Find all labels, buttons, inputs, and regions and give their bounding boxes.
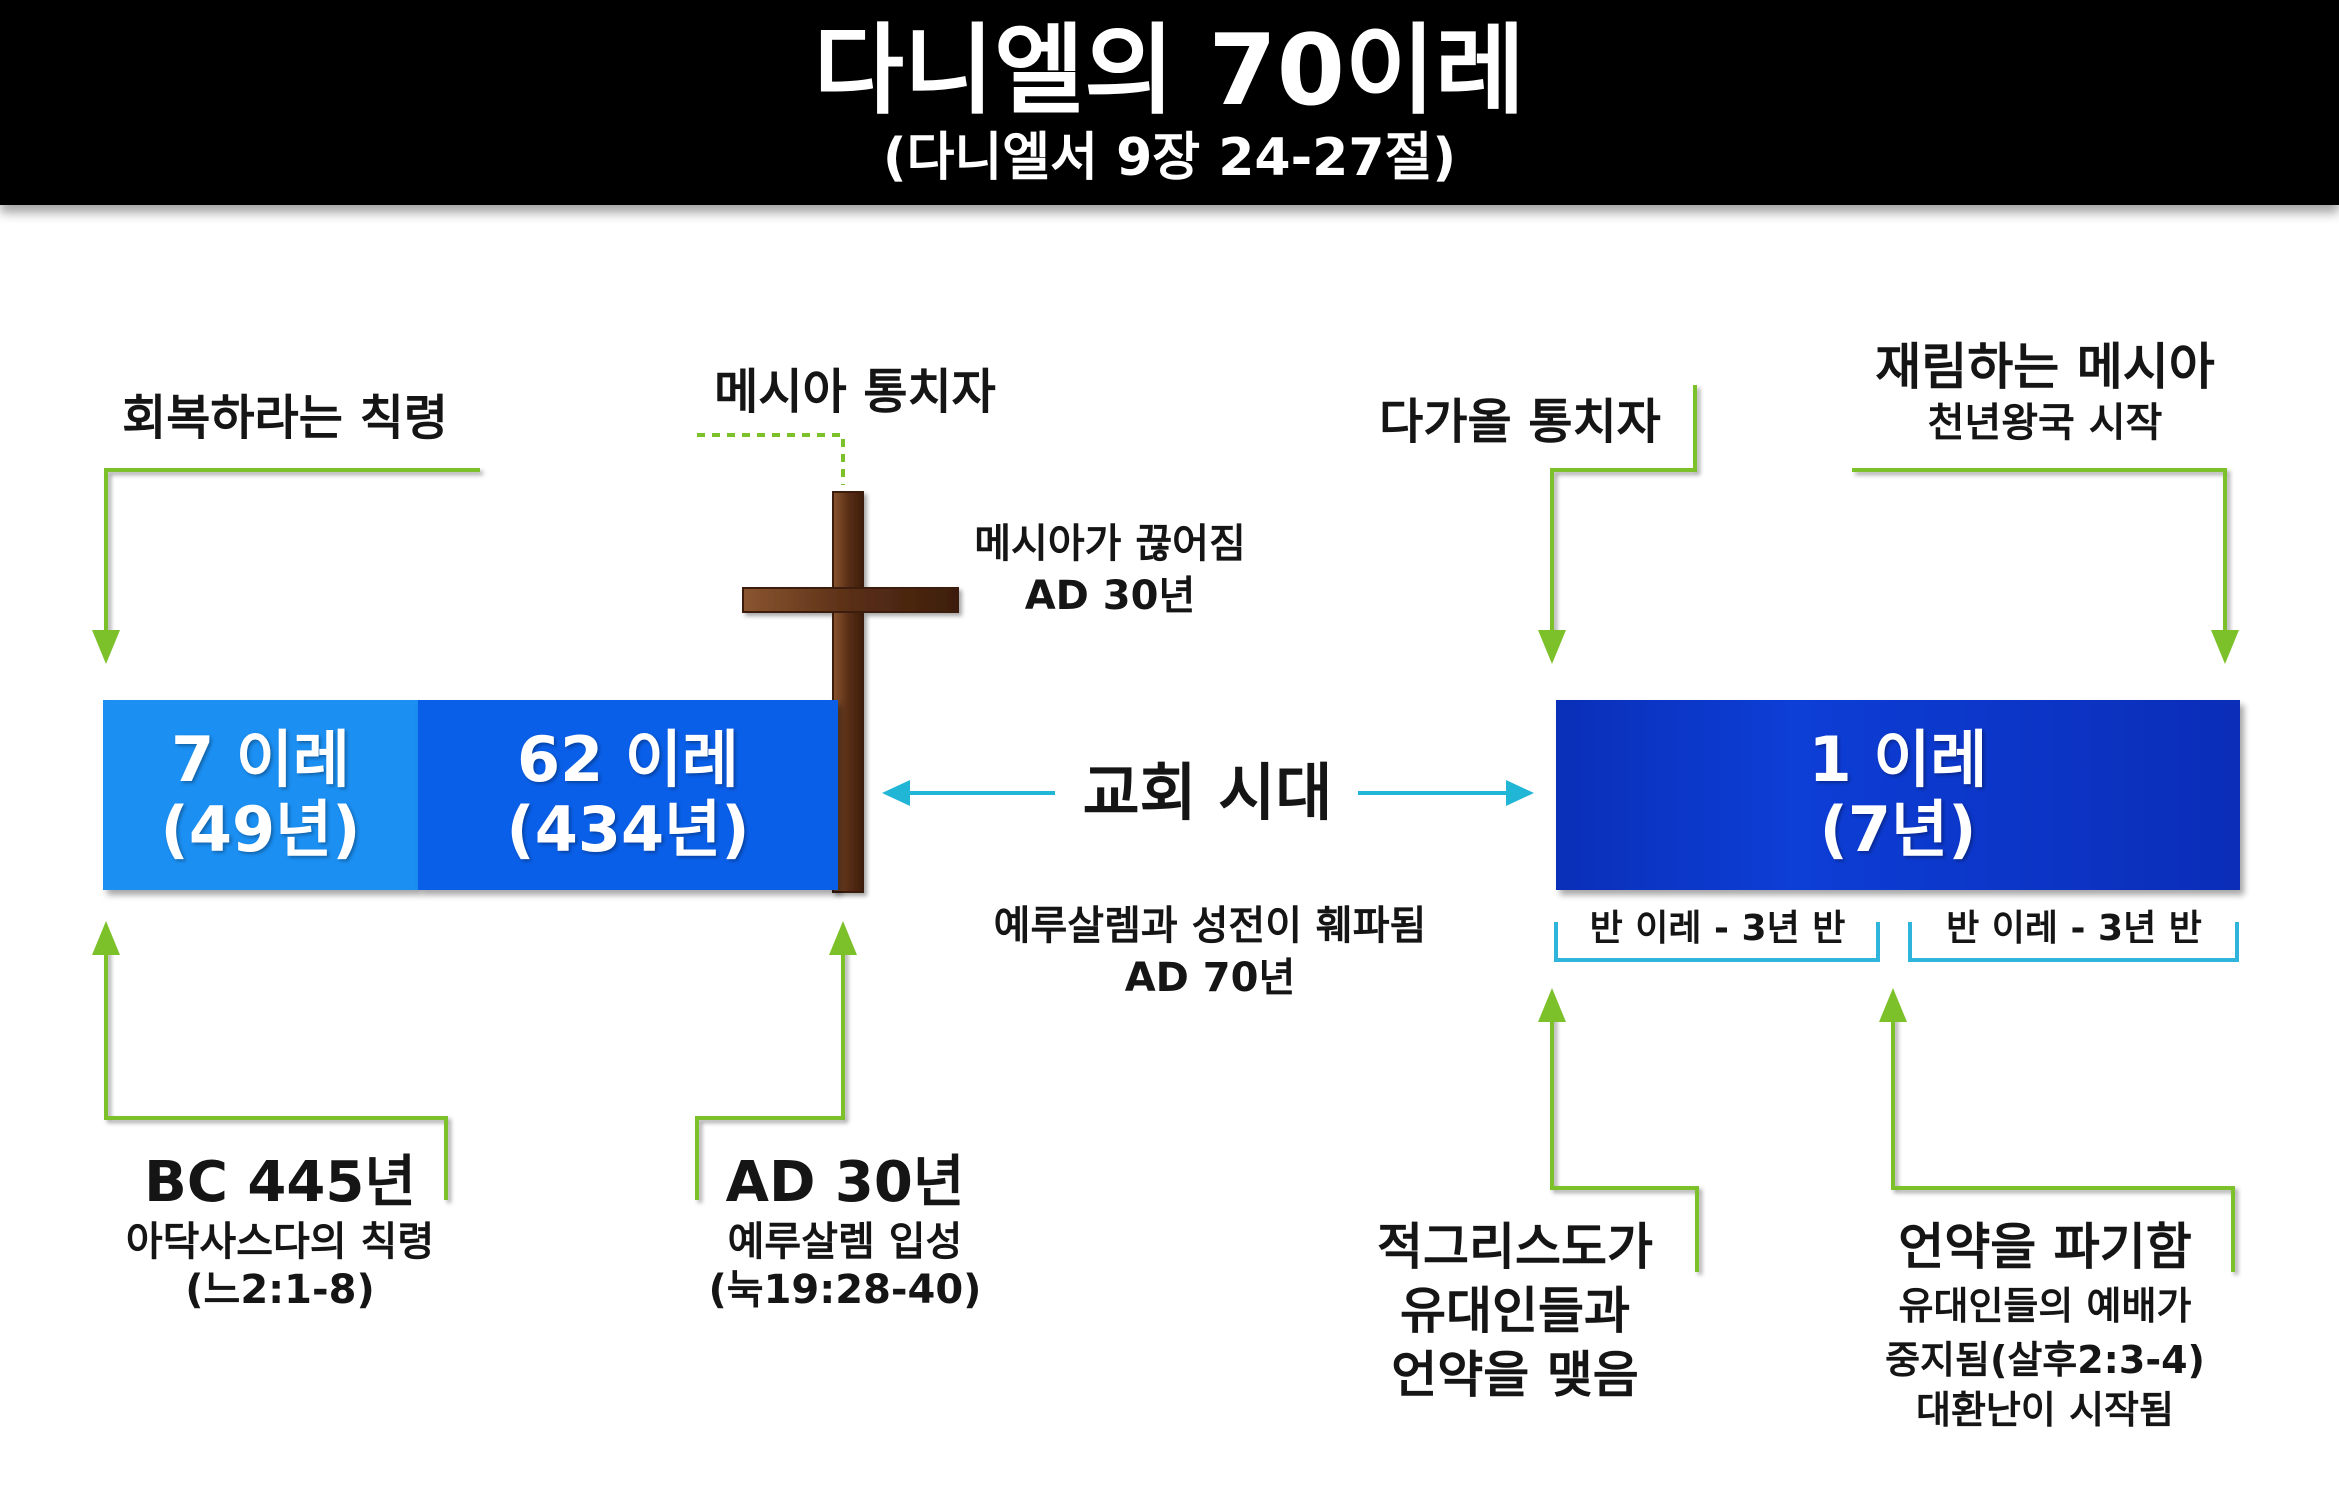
sixty-two-weeks-years: (434년) [506, 793, 750, 866]
messiah-cut-off-line1: 메시아가 끊어짐 [974, 521, 1246, 567]
bc445-line1: 아닥사스다의 칙령 [125, 1219, 435, 1265]
bar-sixty-two-weeks: 62 이레 (434년) [418, 700, 838, 890]
antichrist-line2: 유대인들과 [1400, 1282, 1630, 1340]
arrowhead-returning-messiah [2211, 630, 2239, 664]
ad30-line1: 예루살렘 입성 [727, 1219, 963, 1265]
bar-one-week: 1 이레 (7년) [1556, 700, 2240, 890]
one-week-years: (7년) [1819, 793, 1977, 866]
messiah-cut-off-label: 메시아가 끊어짐 AD 30년 [900, 518, 1320, 622]
arrowhead-church-right [1506, 780, 1534, 806]
ad30-line2: (눅19:28-40) [708, 1267, 982, 1313]
arrowhead-decree [92, 630, 120, 664]
coming-ruler-label: 다가올 통치자 [1379, 394, 1661, 450]
destruction-label: 예루살렘과 성전이 훼파됨 AD 70년 [900, 900, 1520, 1004]
returning-messiah-line1: 재림하는 메시아 [1875, 338, 2215, 396]
antichrist-connector [1550, 1012, 1699, 1272]
covenant-broken-label: 언약을 파기함 유대인들의 예배가 중지됨(살후2:3-4) 대환난이 시작됨 [1845, 1215, 2245, 1433]
returning-messiah-label: 재림하는 메시아 천년왕국 시작 [1845, 336, 2245, 448]
half-week-label-1: 반 이레 - 3년 반 [1589, 908, 1846, 949]
seven-weeks-years: (49년) [160, 793, 361, 866]
covenant-broken-title: 언약을 파기함 [1898, 1218, 2192, 1276]
decree-label: 회복하라는 칙령 [122, 390, 448, 446]
antichrist-line1: 적그리스도가 [1377, 1218, 1653, 1276]
covenant-broken-line1: 유대인들의 예배가 [1898, 1284, 2192, 1328]
messiah-cut-off-line2: AD 30년 [1024, 573, 1196, 619]
arrowhead-bc445 [92, 921, 120, 955]
returning-messiah-connector [1852, 468, 2227, 640]
half-week-bracket-2 [1908, 922, 2239, 962]
bc445-line2: (느2:1-8) [185, 1267, 375, 1313]
coming-ruler-connector [1550, 385, 1697, 640]
half-week-label-2: 반 이레 - 3년 반 [1946, 908, 2202, 949]
covenant-broken-line2: 중지됨(살후2:3-4) [1885, 1338, 2205, 1382]
arrowhead-ad30 [829, 921, 857, 955]
page-subtitle: (다니엘서 9장 24-27절) [882, 128, 1457, 188]
returning-messiah-line2: 천년왕국 시작 [1927, 400, 2163, 446]
bc445-label: BC 445년 아닥사스다의 칙령 (느2:1-8) [90, 1148, 470, 1314]
bc445-connector [104, 945, 448, 1200]
arrowhead-antichrist [1538, 988, 1566, 1022]
cross-icon [742, 491, 959, 893]
sixty-two-weeks-label: 62 이레 [517, 723, 739, 796]
covenant-broken-line3: 대환난이 시작됨 [1916, 1388, 2174, 1432]
header-banner: 다니엘의 70이레 (다니엘서 9장 24-27절) [0, 0, 2339, 205]
decree-connector [104, 468, 480, 640]
covenant-broken-connector [1891, 1012, 2235, 1272]
messiah-ruler-dashed-connector [697, 433, 845, 485]
bar-seven-weeks: 7 이레 (49년) [103, 700, 418, 890]
church-age-label: 교회 시대 [1082, 756, 1333, 829]
bc445-title: BC 445년 [144, 1150, 416, 1215]
arrowhead-coming-ruler [1538, 630, 1566, 664]
ad30-label: AD 30년 예루살렘 입성 (눅19:28-40) [660, 1148, 1030, 1314]
ad30-connector [695, 945, 845, 1200]
seven-weeks-label: 7 이레 [171, 723, 350, 796]
destruction-line2: AD 70년 [1124, 955, 1296, 1001]
arrowhead-covenant-broken [1879, 988, 1907, 1022]
half-week-bracket-1 [1554, 922, 1880, 962]
one-week-label: 1 이레 [1808, 723, 1988, 796]
arrowhead-church-left [882, 780, 910, 806]
page-title: 다니엘의 70이레 [813, 14, 1526, 128]
messiah-ruler-label: 메시아 통치자 [714, 364, 996, 420]
ad30-title: AD 30년 [725, 1150, 965, 1215]
antichrist-covenant-label: 적그리스도가 유대인들과 언약을 맺음 [1350, 1215, 1680, 1407]
destruction-line1: 예루살렘과 성전이 훼파됨 [993, 903, 1427, 949]
antichrist-line3: 언약을 맺음 [1391, 1346, 1639, 1404]
